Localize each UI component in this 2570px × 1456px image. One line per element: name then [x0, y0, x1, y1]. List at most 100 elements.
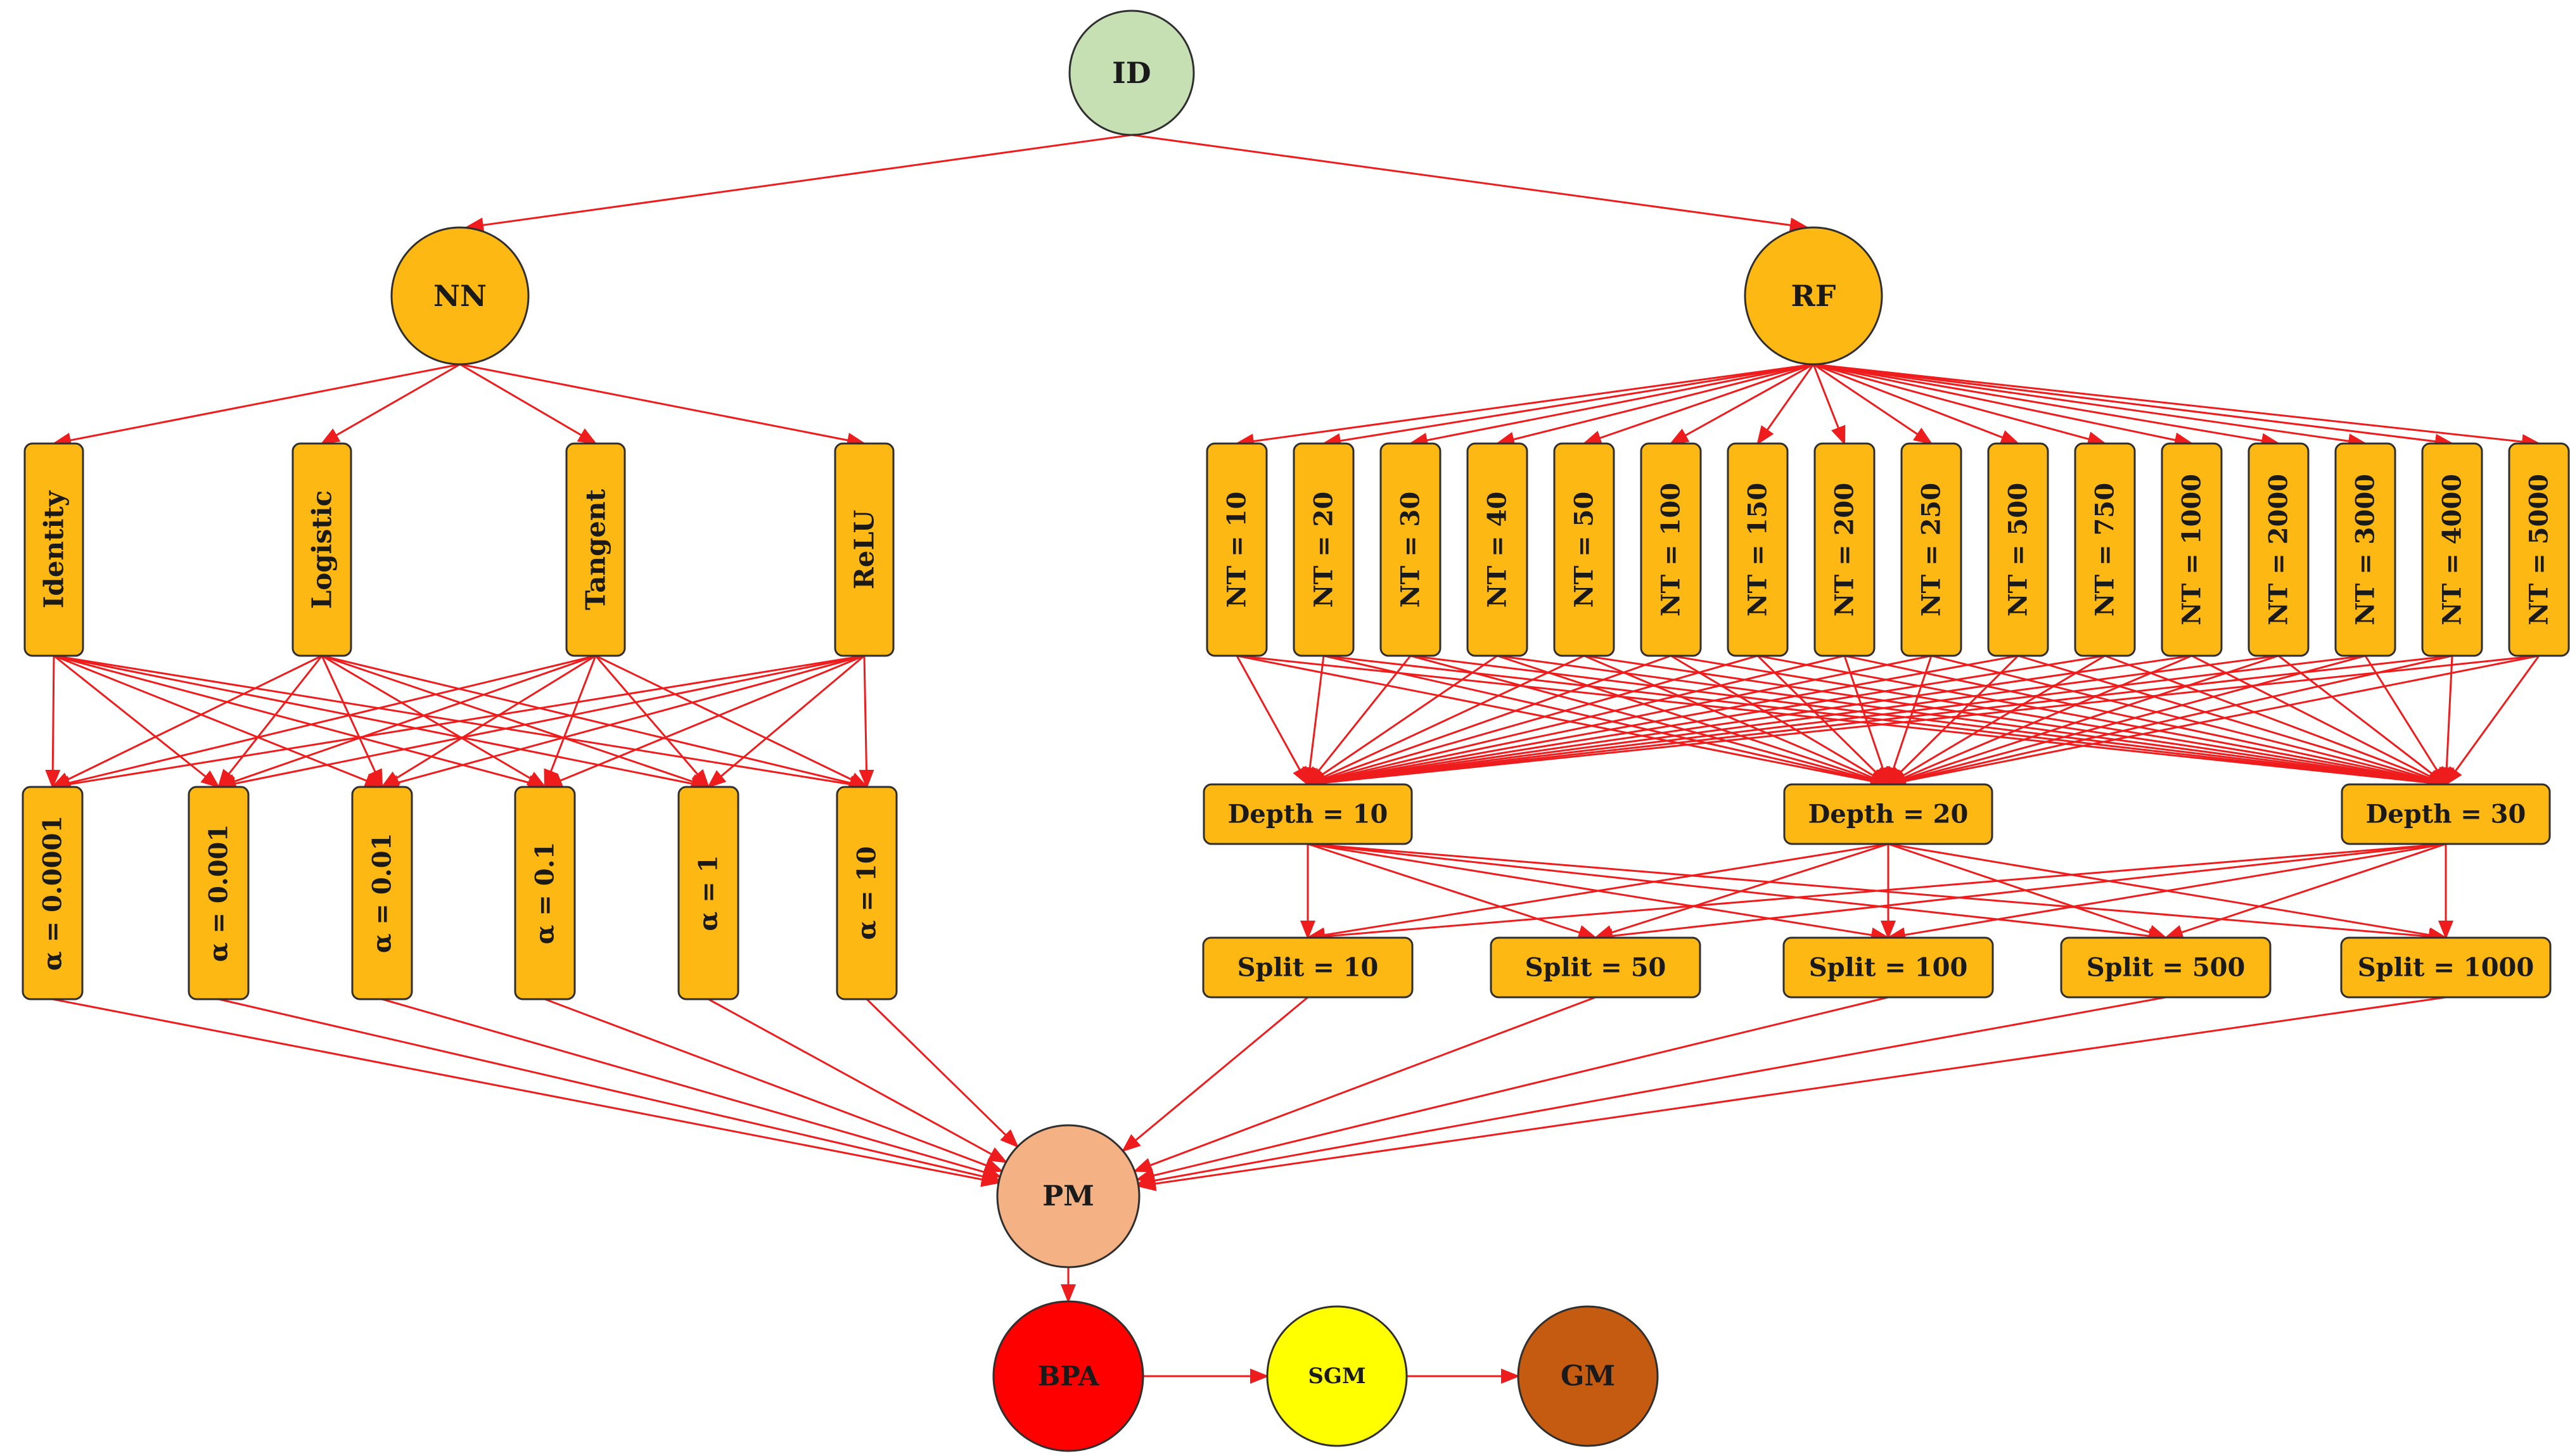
edge-nt-to-depth	[1886, 655, 2453, 788]
node-activation-tangent: Tangent	[565, 442, 626, 657]
edge-split-to-pm	[1135, 996, 1889, 1183]
node-nt-150-label: NT = 150	[1743, 483, 1773, 616]
node-nn: NN	[390, 226, 530, 366]
node-sgm-label: SGM	[1308, 1363, 1365, 1389]
node-split-500: Split = 500	[2060, 936, 2272, 999]
node-depth-10: Depth = 10	[1203, 783, 1413, 845]
edge-activation-to-alpha	[380, 655, 596, 788]
node-split-1000-label: Split = 1000	[2358, 953, 2534, 983]
node-nt-2000-shape	[2247, 442, 2310, 657]
edge-activation-to-alpha	[859, 655, 874, 789]
node-id: ID	[1068, 10, 1195, 136]
node-pm-shape	[996, 1124, 1141, 1268]
node-depth-30: Depth = 30	[2341, 783, 2551, 845]
node-bpa-label: BPA	[1038, 1361, 1100, 1392]
node-pm: PM	[996, 1124, 1141, 1268]
node-nt-100-label: NT = 100	[1656, 483, 1686, 616]
edge-nt-to-depth	[1886, 655, 2279, 786]
edge-rf-to-nt	[1813, 363, 2280, 449]
edge-alpha-to-pm	[866, 998, 1020, 1148]
edge-nt-to-depth	[1670, 655, 1890, 786]
node-split-500-shape	[2060, 936, 2272, 999]
node-activation-relu-label: ReLU	[849, 510, 880, 590]
node-nt-250-label: NT = 250	[1917, 483, 1947, 616]
node-nt-3000-shape	[2334, 442, 2396, 657]
node-nt-1000-label: NT = 1000	[2177, 474, 2207, 625]
node-nt-30-shape	[1379, 442, 1442, 657]
node-nt-2000-label: NT = 2000	[2264, 474, 2294, 625]
node-nt-500-label: NT = 500	[2004, 483, 2033, 616]
edge-nt-to-depth	[1306, 655, 2366, 790]
edge-nt-to-depth	[1886, 655, 2540, 789]
edge-activation-to-alpha	[217, 655, 596, 789]
edge-id-to-nn	[464, 134, 1132, 233]
edge-nt-to-depth	[1306, 655, 1498, 786]
edge-nt-to-depth	[1306, 655, 2106, 789]
edge-nn-to-activation	[459, 363, 866, 448]
edge-activation-to-alpha	[706, 655, 865, 788]
node-alpha-0-1-label: α = 0.1	[530, 842, 560, 945]
node-gm-label: GM	[1561, 1360, 1615, 1393]
edge-alpha-to-pm	[52, 998, 1001, 1187]
node-nt-3000-label: NT = 3000	[2351, 474, 2381, 625]
node-gm-shape	[1517, 1305, 1659, 1447]
edge-split-to-pm	[1136, 996, 2446, 1192]
node-activation-identity-label: Identity	[39, 490, 70, 608]
node-nt-500: NT = 500	[1987, 442, 2049, 657]
node-nt-200-label: NT = 200	[1830, 483, 1860, 616]
node-split-500-label: Split = 500	[2087, 953, 2246, 983]
node-nt-250: NT = 250	[1900, 442, 1962, 657]
edge-nt-to-depth	[1844, 655, 2448, 789]
node-nt-1000: NT = 1000	[2161, 442, 2223, 657]
node-alpha-1-shape	[677, 786, 739, 1000]
edge-nt-to-depth	[1931, 655, 2448, 788]
node-nt-1000-shape	[2161, 442, 2223, 657]
node-alpha-0-01: α = 0.01	[351, 786, 413, 1000]
edge-rf-to-nt	[1669, 363, 1814, 445]
edge-nt-to-depth	[1323, 655, 1890, 788]
node-activation-relu-shape	[834, 442, 895, 657]
node-nt-250-shape	[1900, 442, 1962, 657]
edge-activation-to-alpha	[594, 655, 710, 789]
node-nt-200: NT = 200	[1813, 442, 1876, 657]
node-nt-750-shape	[2074, 442, 2136, 657]
node-nn-label: NN	[433, 279, 487, 313]
edge-nt-to-depth	[1497, 655, 2448, 790]
node-nt-100-shape	[1640, 442, 1702, 657]
edge-nt-to-depth	[2445, 655, 2540, 786]
edge-split-to-pm	[1136, 996, 2166, 1189]
edge-alpha-to-pm	[544, 998, 1004, 1173]
node-nt-3000: NT = 3000	[2334, 442, 2396, 657]
edge-nt-to-depth	[1302, 655, 1325, 786]
edge-nt-to-depth	[1236, 655, 1309, 786]
node-nt-40-shape	[1466, 442, 1528, 657]
edge-nt-to-depth	[1236, 655, 1890, 789]
edge-rf-to-nt	[1813, 363, 2367, 449]
edge-activation-to-alpha	[544, 655, 597, 789]
node-alpha-0-0001-shape	[22, 786, 84, 1000]
edge-nt-to-depth	[1756, 655, 1890, 786]
node-nt-500-shape	[1987, 442, 2049, 657]
node-split-1000-shape	[2340, 936, 2552, 999]
edge-rf-to-nt	[1235, 363, 1814, 449]
edge-activation-to-alpha	[321, 655, 383, 789]
edge-rf-to-nt	[1582, 363, 1814, 445]
edge-nt-to-depth	[1306, 655, 2192, 789]
node-activation-logistic-shape	[291, 442, 352, 657]
node-id-label: ID	[1112, 56, 1151, 90]
edge-nt-to-depth	[1306, 655, 1845, 788]
edge-nt-to-depth	[2017, 655, 2448, 787]
node-gm: GM	[1517, 1305, 1659, 1447]
node-nt-30-label: NT = 30	[1396, 492, 1426, 608]
node-nt-150-shape	[1727, 442, 1789, 657]
edge-nt-to-depth	[1306, 655, 1672, 786]
edge-depth-to-split	[1306, 843, 2446, 944]
node-alpha-0-001: α = 0.001	[188, 786, 250, 1000]
node-alpha-10-shape	[836, 786, 898, 1000]
node-nt-4000: NT = 4000	[2421, 442, 2483, 657]
edge-rf-to-nt	[1322, 363, 1814, 449]
node-alpha-0-1: α = 0.1	[514, 786, 576, 1000]
edges-layer	[45, 134, 2541, 1384]
edge-activation-to-alpha	[380, 655, 865, 790]
